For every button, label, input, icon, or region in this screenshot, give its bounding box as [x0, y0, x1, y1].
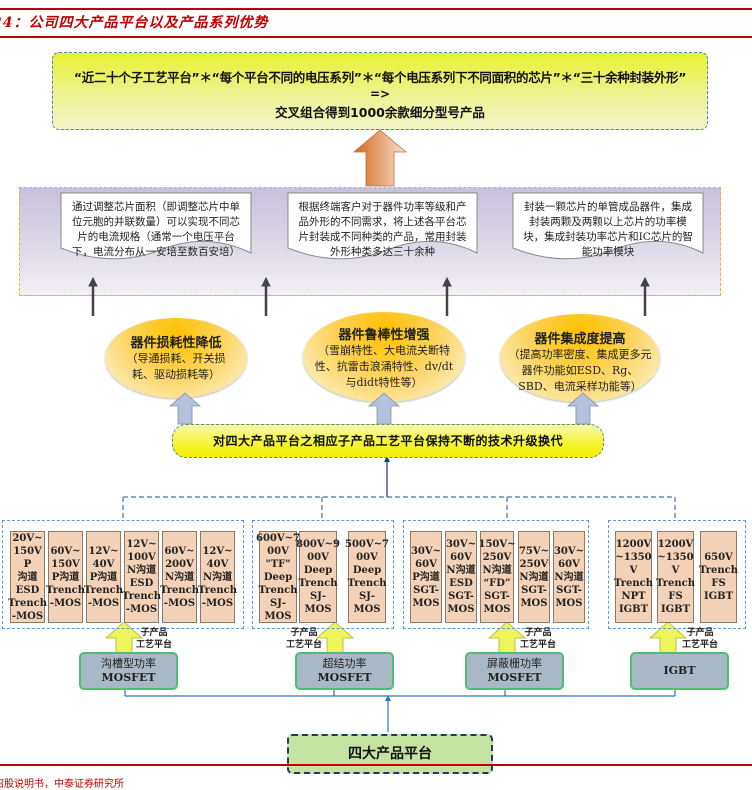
sub-platform-item: 75V~ 250V N沟道 SGT- MOS [518, 531, 550, 623]
document-shape-3 [512, 192, 704, 260]
advantage-body: （导通损耗、开关损耗、驱动损耗等） [126, 352, 226, 381]
sub-platform-item: 60V~ 150V P沟道 Trench -MOS [46, 531, 85, 623]
platform-name-cn: 沟槽型功率 [101, 657, 156, 670]
sub-product-label: 子产品 工艺平台 [520, 628, 557, 650]
blue-up-arrow-icon [566, 392, 600, 425]
orange-up-arrow-icon [352, 129, 408, 187]
document-packaging: 根据终端客户对于器件功率等级和产品外形的不同需求，将上述各平台芯片封装成不同种类… [298, 201, 467, 258]
sub-platform-item: 500V~7 00V Deep Trench SJ- MOS [345, 531, 389, 623]
blue-up-arrow-icon [168, 392, 202, 425]
advantage-title: 器件集成度提高 [534, 332, 626, 347]
group-igbt: 1200V ~1350 V Trench NPT IGBT 1200V ~135… [608, 520, 746, 629]
advantage-body: （提高功率密度、集成更多元器件功能如ESD、Rg、SBD、电流采样功能等） [508, 348, 652, 393]
advantage-title: 器件损耗性降低 [130, 336, 222, 351]
platform-sgt-mosfet: 屏蔽栅功率 MOSFET [465, 652, 564, 690]
group-sgt-mosfet: 30V~ 60V P沟道 SGT- MOS 30V~ 60V N沟道 ESD S… [403, 520, 589, 629]
figure-title: 24：公司四大产品平台以及产品系列优势 [0, 15, 269, 31]
summary-arrow-text: => [369, 87, 391, 101]
source-note: 招股说明书，中泰证券研究所 [0, 779, 124, 790]
sub-platform-item: 800V~9 00V Deep Trench SJ- MOS [296, 531, 340, 623]
platform-name-en: MOSFET [487, 671, 542, 684]
tech-upgrade-banner: 对四大产品平台之相应子产品工艺平台保持不断的技术升级换代 [172, 424, 604, 458]
platform-name-en: IGBT [663, 664, 696, 677]
sub-platform-item: 60V~ 200V N沟道 Trench -MOS [160, 531, 199, 623]
summary-formula: “近二十个子工艺平台”＊“每个平台不同的电压系列”＊“每个电压系列下不同面积的芯… [73, 70, 687, 85]
yellow-up-arrows [104, 621, 688, 659]
sub-platform-item: 12V~ 100V N沟道 ESD Trench -MOS [122, 531, 161, 623]
advantage-integration: 器件集成度提高 （提高功率密度、集成更多元器件功能如ESD、Rg、SBD、电流采… [500, 314, 660, 402]
sub-platform-item: 30V~ 60V N沟道 SGT- MOS [553, 531, 585, 623]
four-product-platforms: 四大产品平台 [287, 734, 493, 774]
connectors [104, 392, 688, 732]
group-trench-mosfet: 20V~ 150V P 沟道 ESD Trench -MOS 60V~ 150V… [2, 520, 244, 629]
summary-result: 交叉组合得到1000余款细分型号产品 [275, 105, 485, 120]
sub-platform-item: 20V~ 150V P 沟道 ESD Trench -MOS [8, 531, 47, 623]
document-shape-2 [287, 192, 478, 260]
sub-platform-item: 1200V ~1350 V Trench NPT IGBT [614, 531, 653, 623]
advantage-body: （雪崩特性、大电流关断特性、抗雷击浪涌特性、dv/dt与didt特性等） [314, 344, 454, 389]
platform-name-en: MOSFET [101, 671, 156, 684]
platform-superjunction-mosfet: 超结功率 MOSFET [295, 652, 394, 690]
sub-platform-item: 30V~ 60V P沟道 SGT- MOS [410, 531, 442, 623]
root-tree-arrowheads [122, 682, 678, 701]
sub-platform-item: 12V~ 40V P沟道 Trench -MOS [84, 531, 123, 623]
combination-summary-box: “近二十个子工艺平台”＊“每个平台不同的电压系列”＊“每个电压系列下不同面积的芯… [52, 52, 708, 130]
sub-platform-item: 12V~ 40V N沟道 Trench -MOS [198, 531, 237, 623]
dashed-tree [122, 496, 676, 520]
title-top-rule [0, 8, 752, 10]
document-shapes [60, 192, 704, 316]
sub-product-label: 子产品 工艺平台 [286, 628, 323, 650]
advantage-title: 器件鲁棒性增强 [338, 328, 430, 343]
sub-platform-item: 30V~ 60V N沟道 ESD SGT- MOS [445, 531, 477, 623]
footer-rule [0, 764, 752, 766]
platform-igbt: IGBT [630, 652, 729, 690]
group-superjunction-mosfet: 600V~7 00V "TF" Deep Trench SJ- MOS 800V… [252, 520, 394, 629]
advantage-robustness: 器件鲁棒性增强 （雪崩特性、大电流关断特性、抗雷击浪涌特性、dv/dt与didt… [303, 312, 465, 402]
sub-platform-item: 650V Trench FS IGBT [699, 531, 738, 623]
document-shape-1 [60, 192, 252, 260]
sub-product-label: 子产品 工艺平台 [682, 628, 719, 650]
platform-name-en: MOSFET [317, 671, 372, 684]
root-tree [124, 688, 676, 732]
black-arrows [88, 276, 650, 316]
sub-platform-item: 1200V ~1350 V Trench FS IGBT [656, 531, 695, 623]
document-modules: 封装一颗芯片的单管成品器件，集成封装两颗及两颗以上芯片的功率模块，集成封装功率芯… [523, 201, 693, 258]
platform-name-cn: 屏蔽栅功率 [487, 657, 542, 670]
advantage-loss-reduction: 器件损耗性降低 （导通损耗、开关损耗、驱动损耗等） [105, 318, 247, 398]
blue-up-arrow-icon [367, 392, 401, 425]
blue-up-arrows [168, 392, 600, 425]
sub-platform-item: 150V~ 250V N沟道 “FD” SGT- MOS [479, 531, 516, 623]
platform-trench-mosfet: 沟槽型功率 MOSFET [79, 652, 178, 690]
platform-name-cn: 超结功率 [322, 657, 367, 670]
sub-platform-item: 600V~7 00V "TF" Deep Trench SJ- MOS [256, 531, 300, 623]
title-bottom-rule [0, 36, 752, 38]
document-chip-area: 通过调整芯片面积（即调整芯片中单位元胞的并联数量）可以实现不同芯片的电流规格（通… [72, 201, 240, 258]
sub-product-label: 子产品 工艺平台 [136, 628, 173, 650]
